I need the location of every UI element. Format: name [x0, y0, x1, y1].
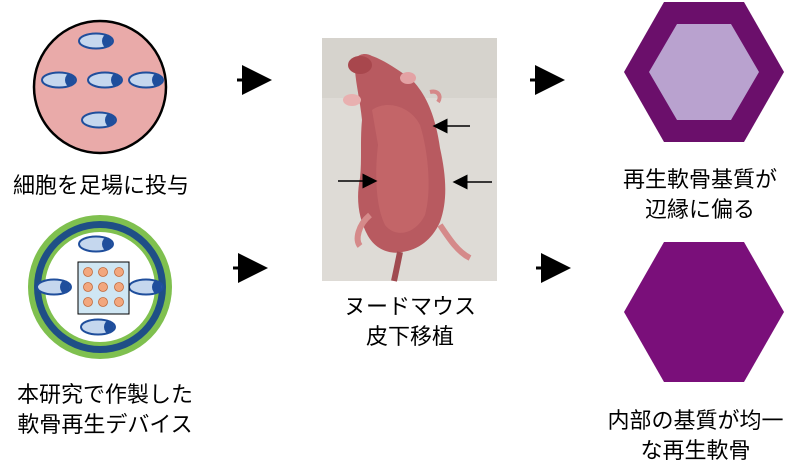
label-line: 本研究で作製した	[0, 381, 210, 411]
cell	[88, 73, 122, 88]
cell	[129, 73, 163, 88]
label-line: 再生軟骨基質が	[600, 166, 799, 196]
label-mouse: ヌードマウス 皮下移植	[330, 293, 490, 353]
cell	[37, 280, 71, 295]
label-line: な再生軟骨	[592, 437, 799, 467]
inner-cells	[84, 268, 124, 307]
hexagon-peripheral-matrix	[624, 2, 784, 142]
hexagon-uniform-matrix	[624, 242, 784, 382]
cell	[129, 280, 163, 295]
label-line: ヌードマウス	[330, 293, 490, 323]
nude-mouse-photo	[322, 38, 497, 281]
cell	[82, 113, 116, 128]
label-line: 細胞を足場に投与	[0, 172, 202, 202]
cell	[42, 73, 76, 88]
label-scaffold-only: 細胞を足場に投与	[0, 172, 202, 202]
label-device: 本研究で作製した 軟骨再生デバイス	[0, 381, 210, 441]
label-line: 軟骨再生デバイス	[0, 411, 210, 441]
label-line: 皮下移植	[330, 323, 490, 353]
cell	[79, 34, 113, 49]
cell	[79, 237, 113, 252]
scaffold-diagram	[34, 21, 166, 153]
label-line: 辺縁に偏る	[600, 196, 799, 226]
label-result-top: 再生軟骨基質が 辺縁に偏る	[600, 166, 799, 226]
label-result-bottom: 内部の基質が均一 な再生軟骨	[592, 407, 799, 467]
label-line: 内部の基質が均一	[592, 407, 799, 437]
cell	[81, 320, 115, 335]
device-diagram	[28, 215, 172, 359]
